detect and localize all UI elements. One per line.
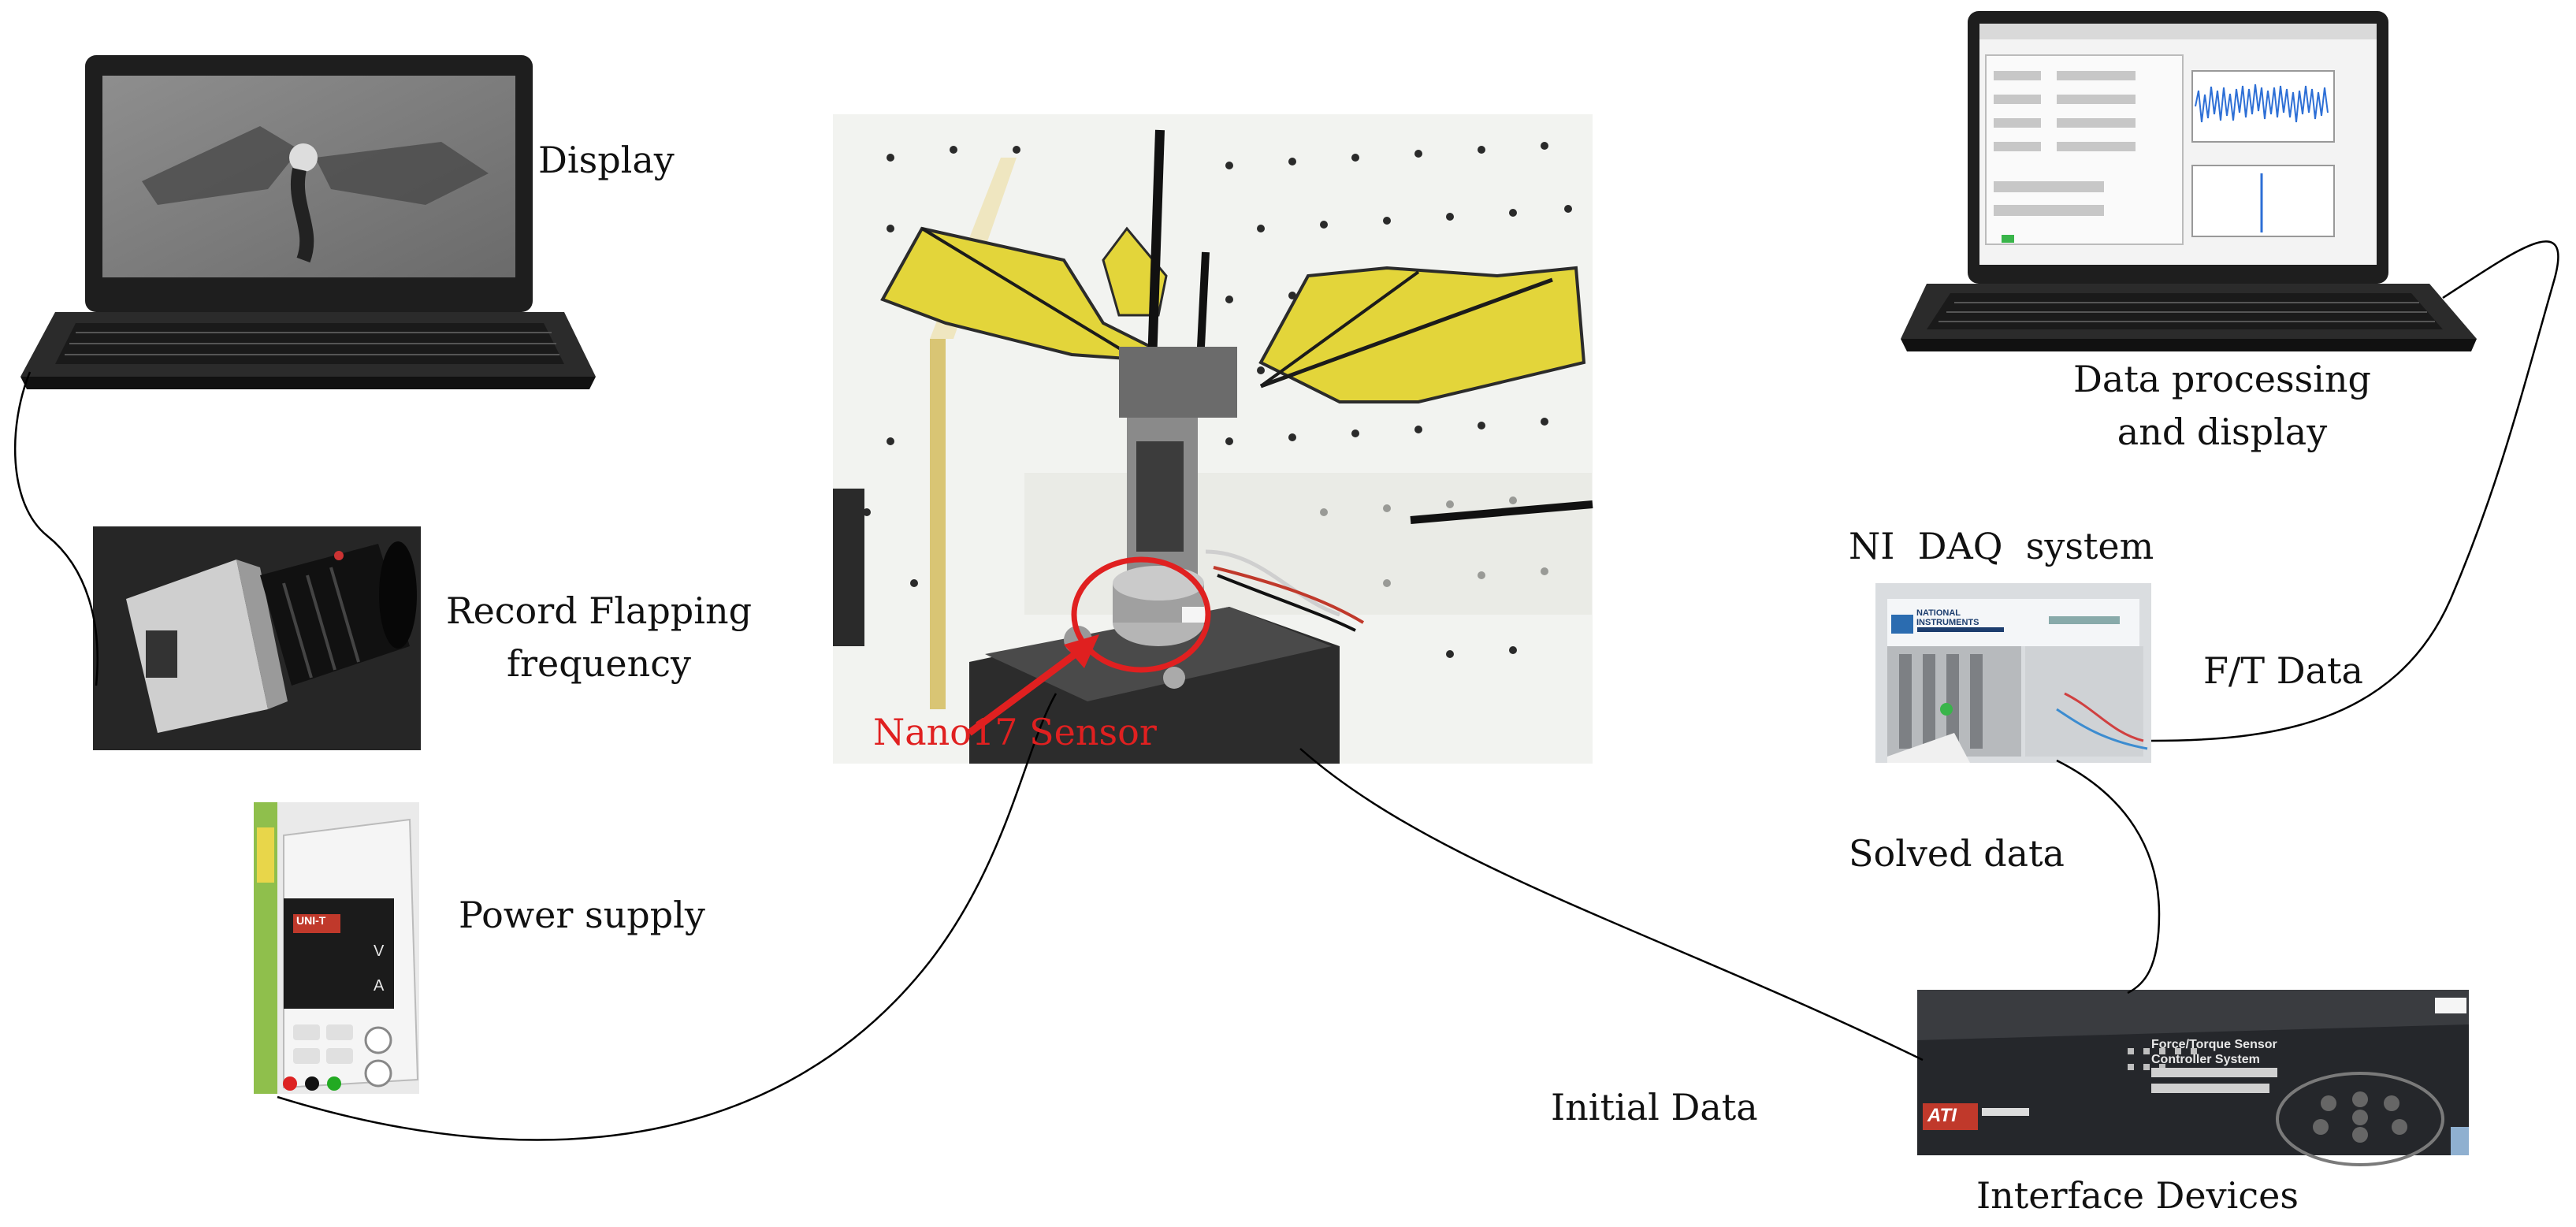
label-data-processing-line2: and display	[2117, 410, 2328, 453]
sensor-pointer-arrow	[967, 643, 1088, 736]
cable-display-camera	[13, 371, 99, 686]
label-display: Display	[538, 139, 675, 181]
cable-sensor-interface	[1299, 748, 1924, 1062]
right-wing	[1258, 266, 1586, 403]
power-supply	[254, 802, 419, 1094]
controller-title-text	[2151, 1068, 2277, 1077]
label-ni-daq: NI DAQ system	[1849, 525, 2154, 567]
ati-controller-box	[1917, 990, 2469, 1166]
high-speed-camera	[93, 526, 421, 750]
label-data-processing: Data processing and display	[2033, 353, 2411, 458]
label-record-flapping: Record Flapping frequency	[426, 585, 772, 690]
label-solved-data: Solved data	[1849, 832, 2065, 875]
controller-title-line1: Force/Torque Sensor	[2151, 1038, 2277, 1051]
ni-daq-chassis	[1875, 583, 2151, 763]
label-data-processing-line1: Data processing	[2073, 358, 2371, 400]
cable-power-sensor	[277, 693, 1058, 1141]
flapping-wing-robot-photo	[833, 114, 1593, 764]
connection-cables	[13, 240, 2559, 1141]
label-ft-data: F/T Data	[2203, 649, 2363, 692]
label-initial-data: Initial Data	[1551, 1086, 1758, 1128]
ati-logo: ATI	[1927, 1105, 1957, 1126]
controller-title: Force/Torque Sensor Controller System	[2151, 1037, 2277, 1067]
power-brand: UNI-T	[296, 914, 326, 927]
power-unit-a: A	[374, 977, 385, 995]
label-power-supply: Power supply	[459, 894, 705, 936]
display-laptop	[20, 55, 596, 389]
label-record-line1: Record Flapping	[445, 589, 753, 632]
cable-daq-interface	[2056, 759, 2161, 995]
sensor-highlight-circle	[1071, 556, 1211, 673]
label-nano17-sensor: Nano17 Sensor	[873, 711, 1157, 753]
power-unit-v: V	[374, 943, 385, 960]
label-record-line2: frequency	[507, 641, 691, 685]
label-interface-devices: Interface Devices	[1976, 1174, 2299, 1217]
ni-logo: NATIONAL INSTRUMENTS	[1916, 608, 2011, 627]
controller-title-line2: Controller System	[2151, 1053, 2260, 1067]
processing-laptop	[1901, 11, 2477, 351]
cable-daq-laptop	[2150, 240, 2559, 742]
